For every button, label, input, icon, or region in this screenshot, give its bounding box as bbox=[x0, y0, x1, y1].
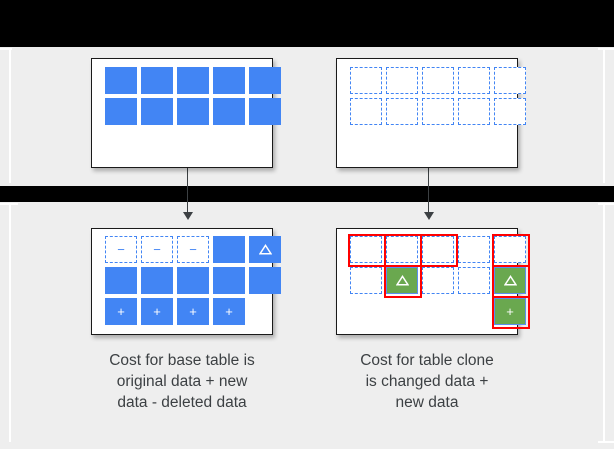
caption-base-table: Cost for base table is original data + n… bbox=[109, 352, 255, 411]
cell-filled-r1c4[interactable] bbox=[213, 67, 245, 94]
cell-filled-r1c4[interactable] bbox=[213, 236, 245, 263]
cell-dashed-r1c4[interactable] bbox=[458, 67, 490, 94]
cell-dashed-r1c1[interactable] bbox=[348, 234, 386, 267]
cell-filled-r3c4[interactable]: + bbox=[213, 298, 245, 325]
cell-empty-r3c4 bbox=[458, 298, 490, 325]
base-table-after-card[interactable]: − − − + + + + bbox=[91, 228, 281, 335]
cell-dashed-r1c3[interactable] bbox=[420, 234, 458, 267]
cell-filled-r1c1[interactable] bbox=[105, 67, 137, 94]
right-edge-tick-lower bbox=[598, 203, 614, 205]
delta-icon bbox=[503, 275, 517, 286]
cell-dashed-r1c2[interactable] bbox=[386, 67, 418, 94]
plus-icon: + bbox=[117, 304, 125, 319]
cell-dashed-r2c3[interactable] bbox=[422, 98, 454, 125]
cell-green-r3c5[interactable]: + bbox=[492, 296, 530, 329]
cell-filled-r2c3[interactable] bbox=[177, 98, 209, 125]
arrow-table-clone-shaft bbox=[428, 168, 430, 216]
cell-dashed-r2c3[interactable] bbox=[422, 267, 454, 294]
cell-dashed-r1c3[interactable]: − bbox=[177, 236, 209, 263]
cell-dashed-r1c4[interactable] bbox=[458, 236, 490, 263]
cell-green-r2c2[interactable] bbox=[384, 265, 422, 298]
cell-filled-r3c1[interactable]: + bbox=[105, 298, 137, 325]
cell-filled-r2c2[interactable] bbox=[141, 98, 173, 125]
plus-icon: + bbox=[189, 304, 197, 319]
table-clone-after-card[interactable]: + bbox=[336, 228, 530, 335]
cell-dashed-r1c2[interactable] bbox=[384, 234, 422, 267]
cell-filled-r1c5[interactable] bbox=[249, 67, 281, 94]
cell-filled-r3c3[interactable]: + bbox=[177, 298, 209, 325]
plus-icon: + bbox=[153, 304, 161, 319]
cell-filled-r2c5[interactable] bbox=[249, 98, 281, 125]
changed-data-highlight-r1c5 bbox=[492, 234, 530, 267]
arrow-base-table-shaft bbox=[187, 168, 189, 216]
cell-dashed-r2c4[interactable] bbox=[458, 267, 490, 294]
cell-filled-r1c3[interactable] bbox=[177, 67, 209, 94]
cell-filled-r3c2[interactable]: + bbox=[141, 298, 173, 325]
base-table-after-grid: − − − + + + + bbox=[105, 236, 281, 325]
changed-data-highlight-r1c1 bbox=[348, 234, 386, 267]
cell-empty-r3c2 bbox=[386, 298, 418, 325]
cell-filled-r2c3[interactable] bbox=[177, 267, 209, 294]
cell-filled-r2c4[interactable] bbox=[213, 267, 245, 294]
changed-data-highlight-r1c3 bbox=[420, 234, 458, 267]
left-guide-hairline-upper bbox=[9, 50, 11, 183]
cell-dashed-r1c5[interactable] bbox=[492, 234, 530, 267]
right-edge-tick-upper bbox=[598, 48, 614, 50]
cell-dashed-r1c5[interactable] bbox=[494, 67, 526, 94]
left-edge-tick-lower bbox=[0, 203, 18, 205]
cell-empty-r3c1 bbox=[350, 298, 382, 325]
cell-empty-r3c5 bbox=[249, 298, 281, 325]
cell-filled-r2c1[interactable] bbox=[105, 98, 137, 125]
cell-green-r2c5[interactable] bbox=[492, 265, 530, 298]
cell-dashed-r2c5[interactable] bbox=[494, 98, 526, 125]
cell-dashed-r2c2[interactable] bbox=[386, 98, 418, 125]
plus-icon: + bbox=[506, 304, 514, 319]
cell-dashed-r2c1[interactable] bbox=[350, 98, 382, 125]
delta-icon bbox=[258, 244, 272, 255]
base-table-original-card[interactable] bbox=[91, 58, 281, 168]
plus-icon: + bbox=[225, 304, 233, 319]
minus-icon: − bbox=[153, 242, 161, 257]
minus-icon: − bbox=[189, 242, 197, 257]
right-guide-hairline-lower bbox=[603, 205, 605, 442]
cell-dashed-r1c3[interactable] bbox=[422, 67, 454, 94]
left-edge-tick-upper bbox=[0, 48, 12, 50]
cell-filled-r2c2[interactable] bbox=[141, 267, 173, 294]
bottom-edge-tick bbox=[598, 441, 614, 443]
cell-dashed-r2c4[interactable] bbox=[458, 98, 490, 125]
table-clone-after-grid: + bbox=[348, 234, 530, 329]
minus-icon: − bbox=[117, 242, 125, 257]
table-clone-original-grid bbox=[350, 67, 526, 125]
cell-filled-r2c5[interactable] bbox=[249, 267, 281, 294]
top-black-bar bbox=[0, 0, 614, 47]
cell-filled-r1c2[interactable] bbox=[141, 67, 173, 94]
arrow-base-table-head bbox=[183, 212, 193, 220]
cell-empty-r3c3 bbox=[422, 298, 454, 325]
cell-dashed-r1c1[interactable]: − bbox=[105, 236, 137, 263]
base-table-original-grid bbox=[105, 67, 281, 125]
cell-dashed-r1c2[interactable]: − bbox=[141, 236, 173, 263]
cell-filled-r2c4[interactable] bbox=[213, 98, 245, 125]
cell-filled-r2c1[interactable] bbox=[105, 267, 137, 294]
left-guide-hairline-lower bbox=[9, 205, 11, 442]
table-clone-original-card[interactable] bbox=[336, 58, 526, 168]
middle-black-bar bbox=[0, 186, 614, 202]
cell-filled-r1c5[interactable] bbox=[249, 236, 281, 263]
cell-dashed-r1c1[interactable] bbox=[350, 67, 382, 94]
right-guide-hairline-upper bbox=[603, 50, 605, 183]
changed-data-highlight-r1c2 bbox=[384, 234, 422, 267]
delta-icon bbox=[395, 275, 409, 286]
cell-dashed-r2c1[interactable] bbox=[350, 267, 382, 294]
caption-table-clone: Cost for table clone is changed data + n… bbox=[360, 352, 494, 411]
arrow-table-clone-head bbox=[424, 212, 434, 220]
